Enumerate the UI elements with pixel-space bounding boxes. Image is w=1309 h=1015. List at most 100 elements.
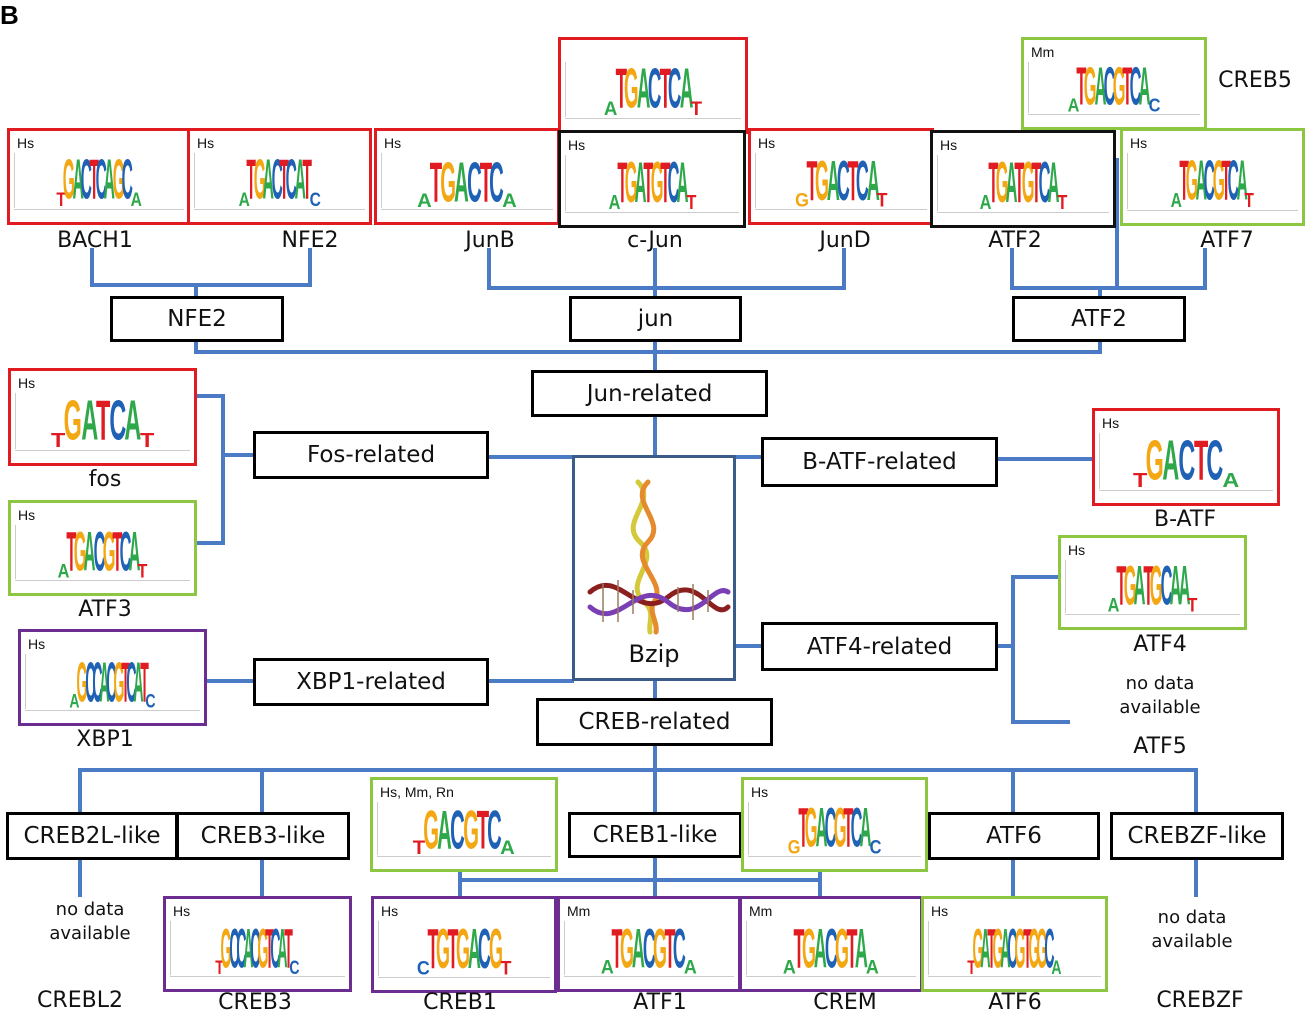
motif-letter: C [285, 150, 298, 213]
logo-y-axis [194, 153, 195, 208]
motif-letter: C [1043, 918, 1055, 981]
species-label: Hs [1130, 135, 1148, 151]
motif-letter: G [455, 916, 470, 981]
species-label: Hs [18, 507, 36, 523]
bzip-center-panel: Bzip [572, 455, 736, 681]
motif-letter: T [988, 153, 999, 216]
motif-letter: A [1133, 557, 1146, 618]
category-creb2l-like: CREB2L-like [6, 812, 178, 860]
species-label: Hs [931, 903, 949, 919]
motif-letter: C [1129, 58, 1142, 118]
logo-x-axis [1127, 210, 1298, 211]
motif-letter: C [84, 651, 96, 715]
motif-letter: A [72, 150, 84, 213]
logo-x-axis [194, 209, 365, 210]
category-jun: jun [569, 296, 742, 342]
species-label: Hs [751, 784, 769, 800]
logo-y-axis [15, 525, 16, 579]
motif-letter: A [467, 916, 481, 981]
logo-y-axis [928, 921, 929, 975]
motif-letter: A [1162, 430, 1180, 493]
motif-letter: C [1038, 153, 1051, 216]
motif-letter: G [620, 916, 635, 980]
label-nfe2: NFE2 [281, 228, 339, 253]
motif-letter: A [1222, 469, 1239, 492]
motif-letter: G [624, 57, 639, 122]
label-crem: CREM [813, 990, 877, 1015]
label-crebzf: CREBZF [1156, 988, 1244, 1013]
motif-letter: C [108, 390, 126, 453]
logo-y-axis [15, 393, 16, 449]
motif-letter: G [221, 918, 232, 981]
motif-letter: T [56, 189, 66, 211]
motif-letter: A [683, 955, 697, 978]
motif-letter: T [66, 522, 77, 584]
motif-letter: T [1076, 58, 1087, 118]
logo-y-axis [748, 802, 749, 855]
logo-y-axis [1028, 62, 1029, 113]
motif-letter: T [139, 651, 149, 715]
motif-letter: C [95, 150, 107, 213]
motif-letter: T [876, 188, 888, 211]
logo-x-axis [565, 212, 739, 213]
species-label: Hs [1068, 542, 1086, 558]
bzip-label: Bzip [628, 640, 680, 668]
motif-letter: A [242, 918, 254, 981]
motif-letter: T [1132, 469, 1147, 492]
label-creb5: CREB5 [1218, 68, 1292, 93]
motif-letter: G [833, 799, 847, 860]
motif-letter: A [294, 150, 306, 213]
motif-letter: A [437, 797, 453, 862]
motif-letter: C [478, 916, 492, 981]
motif-letter: G [73, 522, 87, 584]
motif-letter: G [1212, 151, 1225, 214]
logo-y-axis [377, 802, 378, 855]
motif-letter: C [837, 148, 851, 213]
motif-letter: G [995, 153, 1009, 216]
label-jund: JunD [819, 228, 871, 253]
motif-letter: T [1142, 557, 1153, 618]
label-crebl2-no-data: no data available [49, 899, 131, 944]
motif-letter: C [824, 799, 837, 860]
species-label: Hs [940, 137, 958, 153]
logo-x-axis [15, 580, 190, 581]
species-label: Hs [28, 636, 46, 652]
species-label: Mm [567, 903, 591, 919]
motif-letter: A [417, 188, 432, 212]
logo-x-axis [377, 856, 551, 857]
motif-letter: C [489, 149, 505, 215]
motif-letter: A [1139, 58, 1151, 118]
motif-letter: C [1203, 151, 1216, 214]
motif-letter: G [257, 918, 268, 981]
motif-letter: G [624, 153, 638, 216]
motif-letter: G [113, 651, 124, 715]
motif-letter: G [1036, 918, 1047, 981]
motif-letter: T [96, 390, 111, 453]
motif-letter: A [1107, 594, 1120, 616]
label-cjun: c-Jun [627, 228, 683, 253]
motif-letter: A [677, 153, 689, 216]
label-atf3: ATF3 [78, 597, 132, 622]
motif-letter: C [673, 916, 687, 980]
motif-letter: G [1185, 151, 1198, 214]
motif-letter: C [144, 690, 156, 713]
motif-letter: G [488, 916, 503, 981]
motif-letter: A [1169, 557, 1182, 618]
motif-letter: T [659, 57, 671, 122]
motif-letter: G [993, 918, 1004, 981]
logo-x-axis [755, 209, 927, 210]
motif-letter: T [283, 918, 293, 981]
label-atf7: ATF7 [1200, 228, 1254, 253]
logo-x-axis [564, 976, 734, 977]
motif-letter: T [500, 956, 512, 979]
